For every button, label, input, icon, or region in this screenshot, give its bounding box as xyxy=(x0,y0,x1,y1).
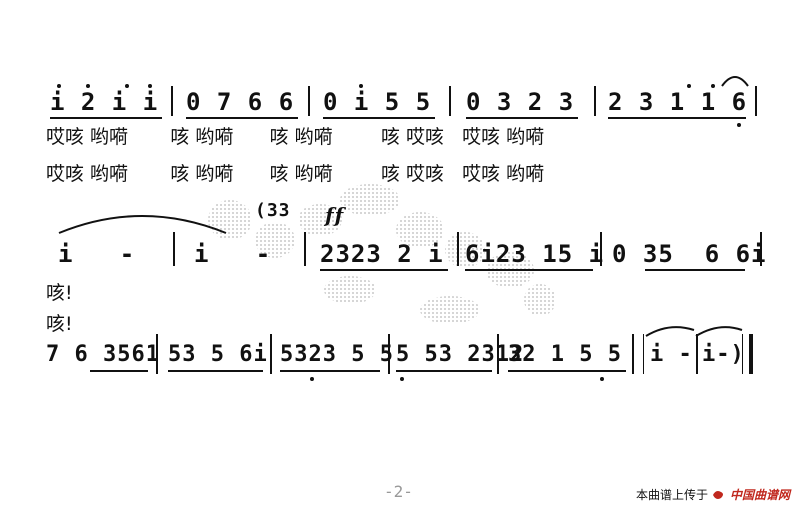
dynamic-marking: ff xyxy=(325,203,345,227)
low-octave-dot xyxy=(310,377,314,381)
site-logo-icon xyxy=(712,490,723,499)
measure-2-5: 0 35 6 6i xyxy=(612,240,767,268)
measure-3-7: i-) xyxy=(702,342,745,367)
beam-line xyxy=(50,117,162,119)
measure-3-4: 5 53 2312 xyxy=(396,342,525,367)
barline xyxy=(304,232,306,266)
barline xyxy=(449,86,451,116)
high-octave-dot xyxy=(711,84,715,88)
measure-1-1: i 2 i i xyxy=(50,88,159,116)
low-octave-dot xyxy=(737,123,741,127)
low-octave-dot xyxy=(600,377,604,381)
measure-3-2: 53 5 6i xyxy=(168,342,268,367)
measure-1-5: 2 3 1 1 6 xyxy=(608,88,748,116)
measure-3-6: i - xyxy=(650,342,693,367)
beam-line xyxy=(645,269,745,271)
source-label: 本曲谱上传于 xyxy=(635,488,708,502)
measure-3-5: 32 1 5 5 xyxy=(508,342,622,367)
measure-1-2: 0 7 6 6 xyxy=(186,88,295,116)
beam-line xyxy=(90,370,148,372)
beam-line xyxy=(280,370,380,372)
beam-line xyxy=(323,117,435,119)
high-octave-dot xyxy=(86,84,90,88)
tie-slur xyxy=(58,215,227,234)
measure-1-4: 0 3 2 3 xyxy=(466,88,575,116)
beam-line xyxy=(320,269,448,271)
barline xyxy=(632,334,634,374)
beam-line xyxy=(508,370,626,372)
fermata-mark xyxy=(721,76,749,87)
barline xyxy=(308,86,310,116)
lyric-ending-1: 咳! xyxy=(46,282,73,304)
barline xyxy=(760,232,762,266)
lyric-ending-2: 咳! xyxy=(46,313,73,335)
barline xyxy=(457,232,459,266)
barline xyxy=(600,232,602,266)
measure-2-1: i - xyxy=(58,240,136,268)
barline xyxy=(388,334,390,374)
site-name[interactable]: 中国曲谱网 xyxy=(729,488,790,502)
measure-1-3: 0 i 5 5 xyxy=(323,88,432,116)
high-octave-dot xyxy=(359,84,363,88)
barline xyxy=(497,334,499,374)
page-number: -2- xyxy=(384,482,413,501)
measure-2-4: 6i23 15 i xyxy=(465,240,605,268)
barline xyxy=(171,86,173,116)
final-barline xyxy=(742,334,743,374)
barline xyxy=(696,334,698,374)
grace-notes: (33 xyxy=(255,200,291,221)
beam-line xyxy=(186,117,298,119)
system-1 xyxy=(0,86,800,116)
high-octave-dot xyxy=(57,84,61,88)
barline xyxy=(643,334,644,374)
barline xyxy=(156,334,158,374)
beam-line xyxy=(396,370,492,372)
barline xyxy=(270,334,272,374)
high-octave-dot xyxy=(148,84,152,88)
repeat-bracket xyxy=(645,326,743,337)
measure-3-3: 5323 5 5 xyxy=(280,342,394,367)
lyrics-line-1: 哎咳 哟嗬 咳 哟嗬 咳 哟嗬 咳 哎咳 哎咳 哟嗬 xyxy=(46,126,545,148)
barline xyxy=(594,86,596,116)
high-octave-dot xyxy=(687,84,691,88)
system-2 xyxy=(0,232,800,266)
beam-line xyxy=(168,370,263,372)
low-octave-dot xyxy=(400,377,404,381)
barline xyxy=(755,86,757,116)
lyrics-line-2: 哎咳 哟嗬 咳 哟嗬 咳 哟嗬 咳 哎咳 哎咳 哟嗬 xyxy=(46,163,545,185)
beam-line xyxy=(608,117,746,119)
high-octave-dot xyxy=(125,84,129,88)
source-credit: 本曲谱上传于 中国曲谱网 xyxy=(636,486,790,503)
beam-line xyxy=(466,117,578,119)
measure-2-3: 2323 2 i xyxy=(320,240,444,268)
final-barline-thick xyxy=(749,334,753,374)
barline xyxy=(173,232,175,266)
measure-3-1: 7 6 3561 xyxy=(46,342,160,367)
beam-line xyxy=(465,269,593,271)
system-3 xyxy=(0,334,800,374)
measure-2-2: i - xyxy=(194,240,272,268)
